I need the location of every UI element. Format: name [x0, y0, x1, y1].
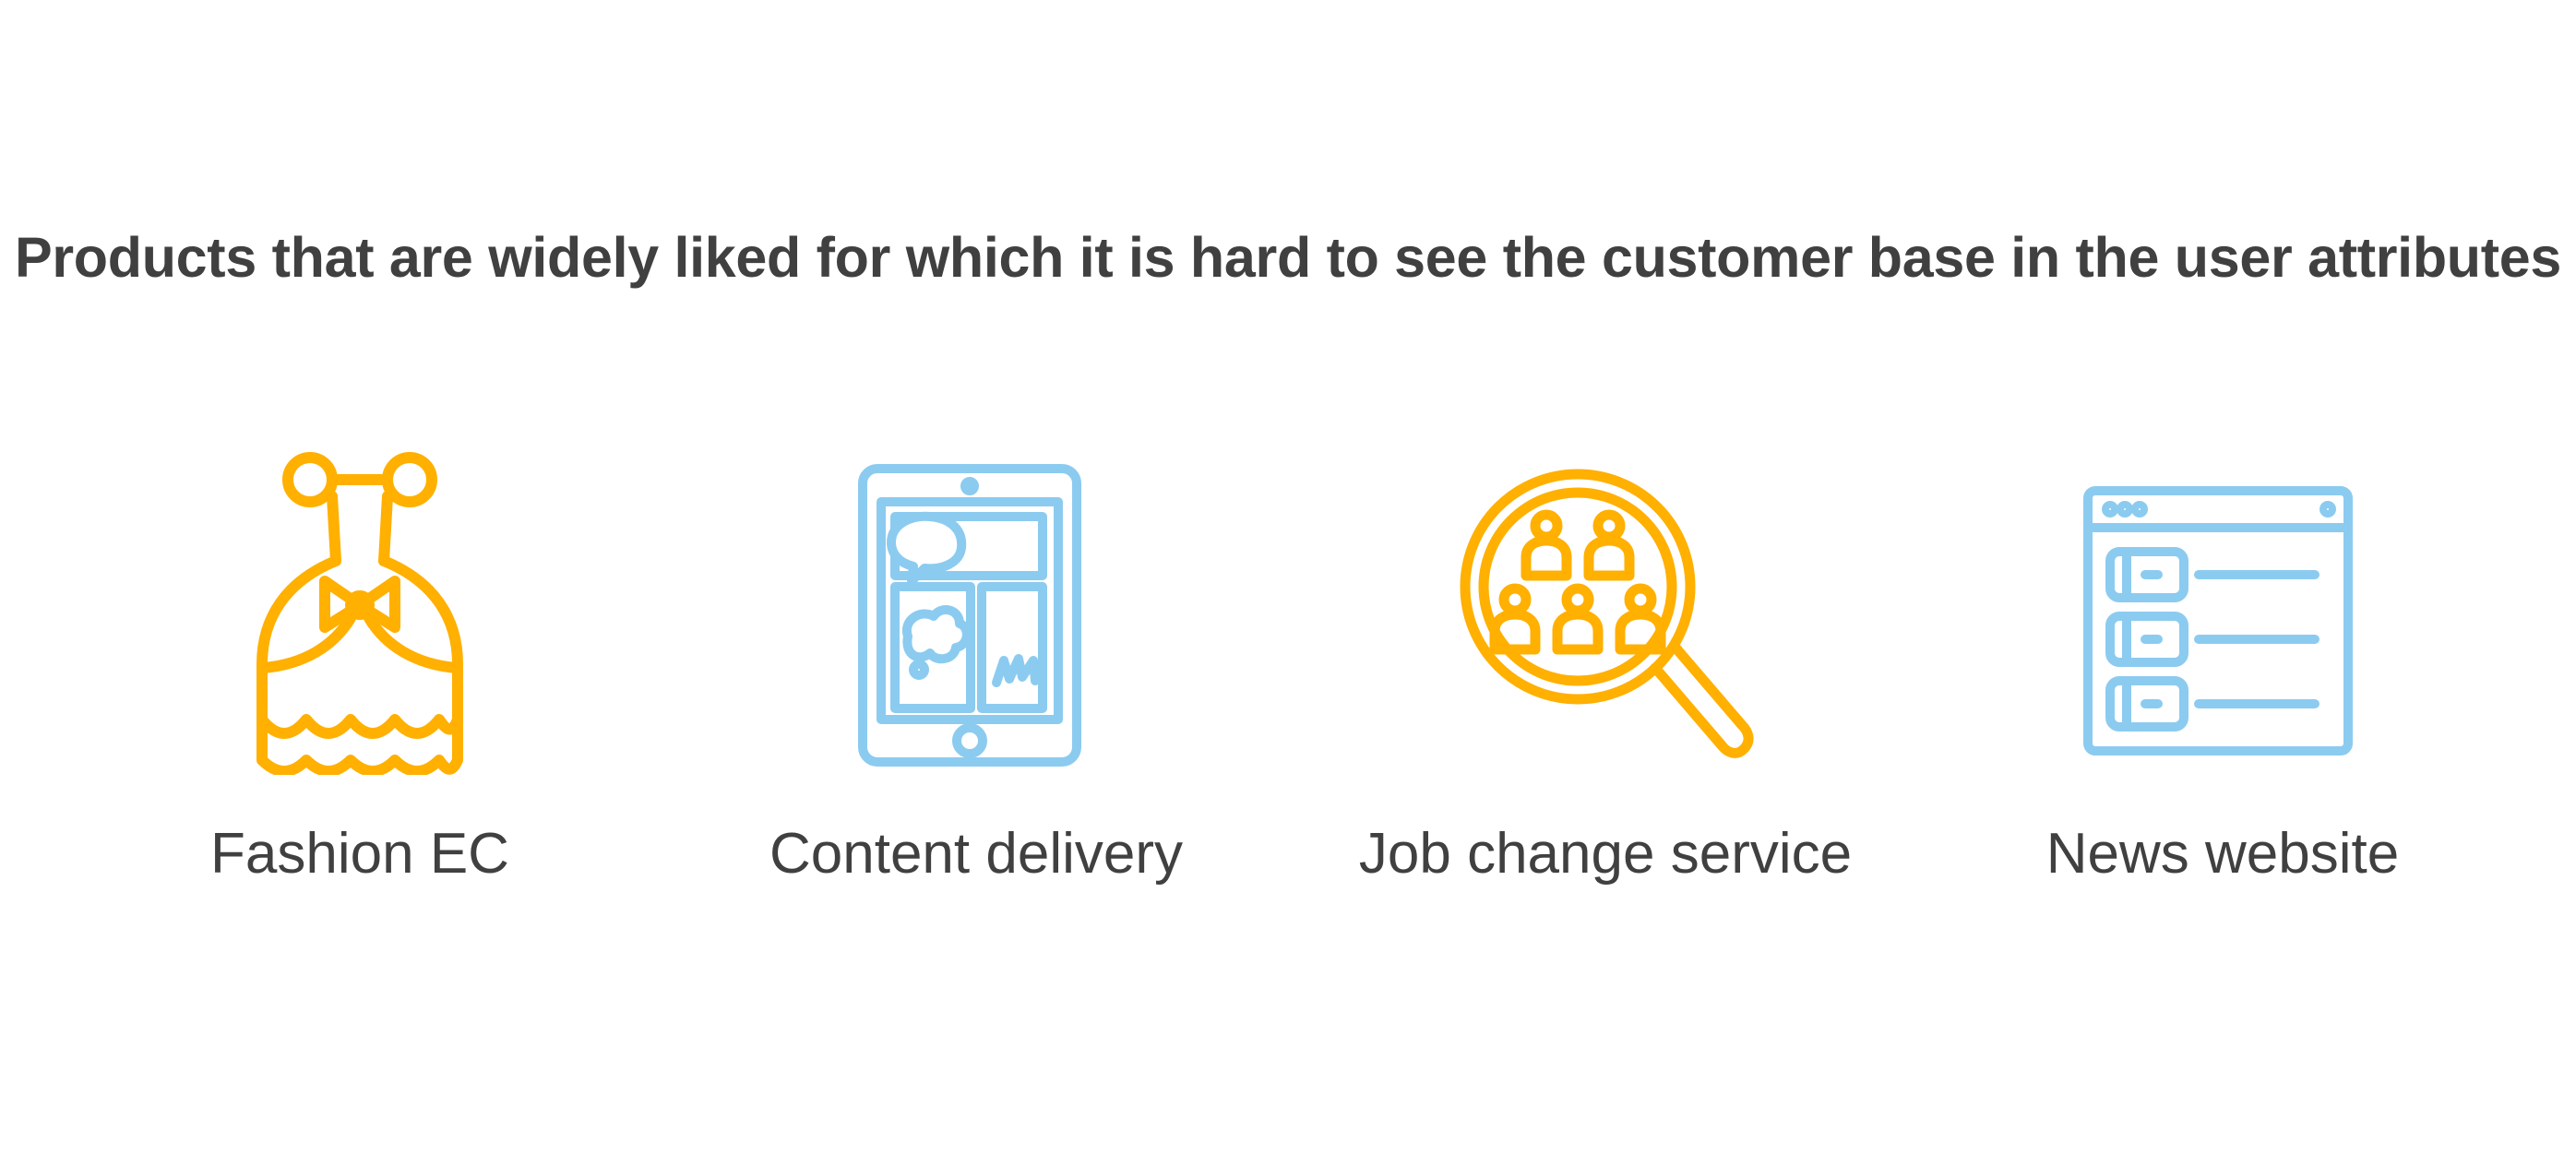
item-job-change-service: Job change service	[1310, 443, 1901, 922]
tablet-icon	[858, 464, 1081, 767]
item-label: News website	[2045, 822, 2400, 886]
item-label: Content delivery	[769, 822, 1184, 886]
item-fashion-ec: Fashion EC	[65, 443, 655, 922]
browser-list-icon	[2083, 486, 2353, 755]
magnifier-people-icon	[1460, 469, 1754, 758]
page-title: Products that are widely liked for which…	[14, 226, 2562, 289]
item-news-website: News website	[1927, 443, 2518, 922]
item-content-delivery: Content delivery	[681, 443, 1271, 922]
item-label: Job change service	[1358, 822, 1853, 886]
item-label: Fashion EC	[210, 822, 509, 886]
dress-icon	[256, 452, 463, 775]
